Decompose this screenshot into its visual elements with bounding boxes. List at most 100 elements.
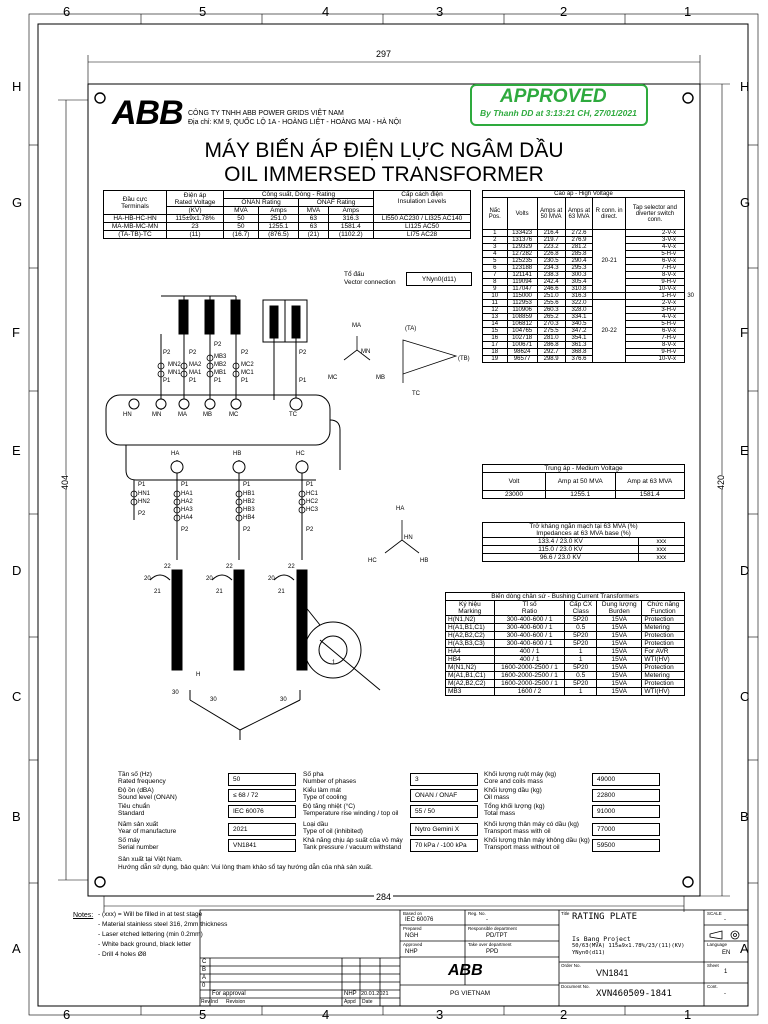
cell: WTI(HV) — [641, 687, 685, 696]
tap-value: 10-V-x — [658, 356, 676, 362]
grid-row-label: E — [740, 443, 749, 458]
cell: 18 — [482, 348, 508, 356]
diagram-label: P1 — [299, 378, 307, 384]
diagram-label: MB3 — [214, 354, 227, 360]
tap-value: 7-H-v — [661, 265, 676, 271]
dim-top-width: 297 — [374, 49, 394, 59]
spec-label-vi: Khối lượng thân máy có dầu (kg) — [484, 821, 579, 828]
cell: 1600 / 2 — [493, 687, 566, 696]
abb-logo-small: ABB — [448, 962, 483, 979]
stamp-subtitle: By Thanh DD at 3:13:21 CH, 27/01/2021 — [480, 108, 637, 118]
cell: 8-V-x — [624, 271, 686, 279]
rev-head: Date — [362, 999, 373, 1005]
cell: 3-H-v — [624, 306, 686, 314]
cell: 96.6 / 23.0 KV — [482, 553, 639, 562]
rconn-cell: 20-21 — [592, 229, 626, 293]
cell: 2-V-x — [624, 229, 686, 237]
spec-label-vi: Năm sản xuất — [118, 821, 159, 828]
imp-title-vi: Trở kháng ngắn mạch tại 63 MVA (%) — [529, 523, 638, 530]
tap-value: 5-H-v — [661, 321, 676, 327]
cell: 106812 — [506, 320, 538, 328]
hv-h-tap: Tap selector and diverter switch conn. — [624, 197, 686, 230]
spec-label-en: Oil mass — [484, 794, 510, 801]
cell: 1600-2000-2500 / 1 — [493, 663, 566, 672]
spec-value: 49000 — [592, 773, 660, 786]
cell: 15VA — [596, 615, 643, 624]
tb-label: Order No. — [561, 963, 581, 968]
cell: 260.3 — [536, 306, 566, 314]
spec-value: 3 — [410, 773, 478, 786]
cell: 340.5 — [564, 320, 594, 328]
diagram-label: HA1 — [181, 491, 193, 497]
diagram-label: P2 — [189, 350, 197, 356]
diagram-label: MB — [203, 412, 212, 418]
cell: 15VA — [596, 647, 643, 656]
cell: 276.9 — [564, 236, 594, 244]
rating-h-mva: MVA — [223, 206, 259, 215]
spec-value: 50 — [228, 773, 296, 786]
grid-row-label: G — [740, 195, 751, 210]
grid-row-label: D — [12, 563, 22, 578]
cell: 292.7 — [536, 348, 566, 356]
cell: 272.6 — [564, 229, 594, 237]
spec-label-en: Type of cooling — [303, 794, 347, 801]
tb-label: Sheet — [707, 963, 719, 968]
spec-label-vi: Số máy — [118, 837, 141, 844]
spec-label-en: Transport mass with oil — [484, 828, 551, 835]
spec-value: 70 kPa / -100 kPa — [410, 839, 478, 852]
spec-label-vi: Loại dầu — [303, 821, 328, 828]
diagram-label: HB1 — [243, 491, 255, 497]
diagram-label: H — [196, 672, 201, 678]
mv-title: Trung áp - Medium Voltage — [482, 464, 685, 473]
tb-label: Take over department — [468, 942, 512, 947]
cell: 265.2 — [536, 313, 566, 321]
cell: (TA-TB)-TC — [103, 230, 167, 239]
cell: 7 — [482, 271, 508, 279]
cell: MA-MB-MC-MN — [103, 222, 167, 231]
cell: (21) — [298, 230, 329, 239]
diagram-label: P1 — [181, 482, 189, 488]
cell: 115±9x1.78% — [166, 214, 224, 223]
cell: 104765 — [506, 327, 538, 335]
cell: 1 — [482, 229, 508, 237]
rating-h-kv: (KV) — [166, 206, 224, 215]
grid-row-label: G — [12, 195, 23, 210]
tap-value: 4-V-x — [661, 314, 676, 320]
tb-cont: - — [724, 991, 726, 997]
diagram-label: MB1 — [214, 370, 227, 376]
cell: 270.3 — [536, 320, 566, 328]
tap-value: 1-H-v — [661, 293, 676, 299]
rconn-cell: 20-22 — [592, 299, 626, 363]
grid-row-label: D — [740, 563, 750, 578]
cell: For AVR — [641, 647, 685, 656]
stamp-title: APPROVED — [500, 86, 607, 107]
diagram-label: P2 — [306, 527, 314, 533]
grid-col-label: 6 — [63, 4, 71, 19]
diagram-label: HC2 — [306, 499, 319, 505]
cell: 1600-2000-2500 / 1 — [493, 679, 566, 688]
mv-h-amp50: Amp at 50 MVA — [545, 472, 616, 491]
cell: 316.3 — [327, 214, 375, 223]
cell: 298.9 — [536, 355, 566, 363]
ct-header: Cấp CX — [569, 601, 593, 608]
diagram-label: 21 — [154, 589, 161, 595]
cell: 219.7 — [536, 236, 566, 244]
grid-col-label: 5 — [199, 1007, 207, 1022]
tb-value: NGH — [405, 933, 419, 939]
diagram-label: MC1 — [241, 370, 254, 376]
diagram-label: HB4 — [243, 515, 255, 521]
tap-value: 2-V-x — [661, 230, 676, 236]
tb-value: IEC 60076 — [405, 917, 434, 923]
spec-label-en: Sound level (ONAN) — [118, 794, 177, 801]
grid-col-label: 1 — [684, 4, 692, 19]
diagram-label: 1 — [332, 660, 336, 666]
cell: 305.4 — [564, 278, 594, 286]
diagram-label: (TB) — [458, 356, 470, 362]
